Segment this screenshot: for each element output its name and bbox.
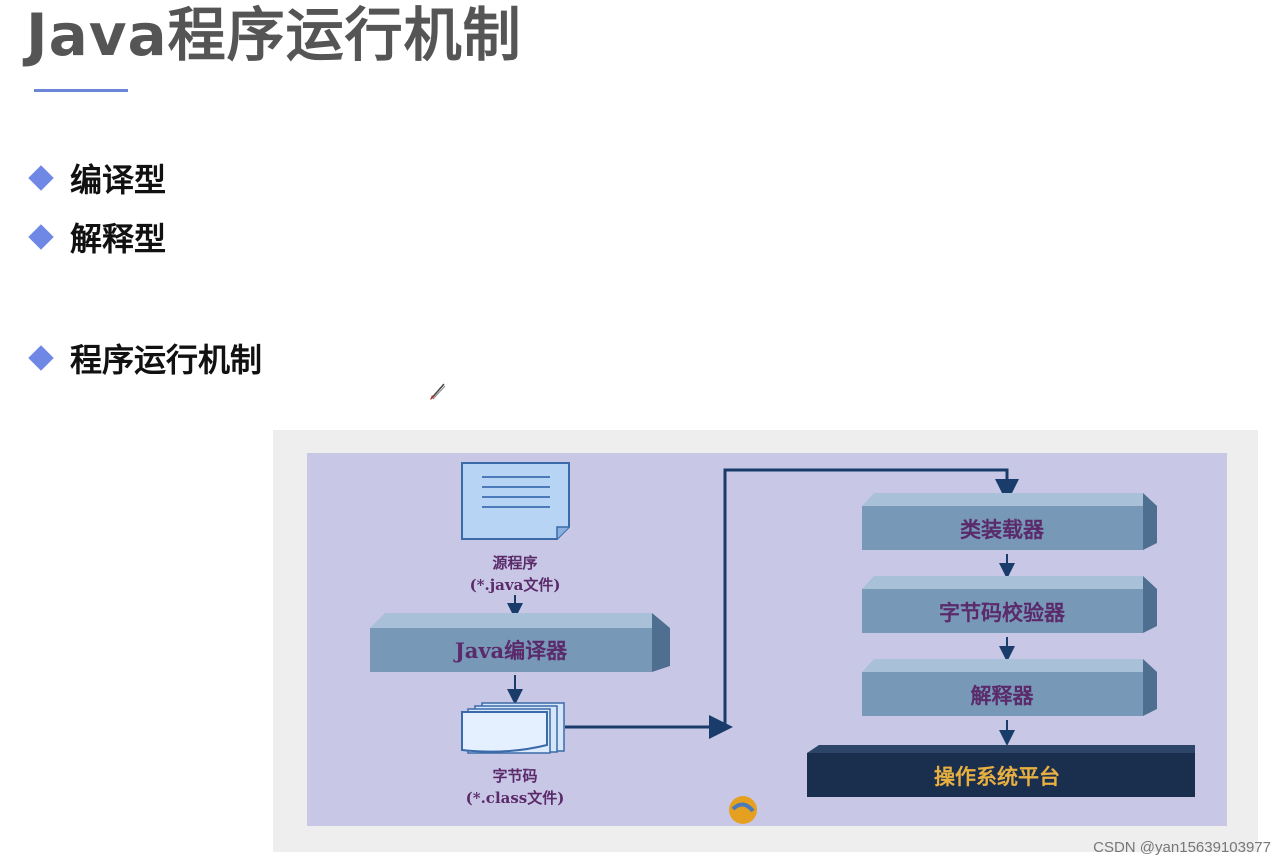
source-label: 源程序 [492, 554, 537, 572]
diamond-bullet-icon [28, 165, 54, 191]
jvm-flow-diagram: 源程序 (*.java文件) Java编译器 字节码 (*.class文件) 类… [307, 453, 1227, 826]
bullet-label: 程序运行机制 [70, 341, 263, 379]
source-document-icon [461, 462, 570, 540]
interpreter-label: 解释器 [971, 683, 1035, 708]
os-platform-label: 操作系统平台 [934, 764, 1060, 789]
interpreter-block [862, 659, 1157, 716]
bytecode-verifier-label: 字节码校验器 [939, 600, 1066, 625]
pen-cursor-icon [430, 383, 446, 400]
bytecode-ext-label: (*.class文件) [466, 789, 565, 807]
watermark: CSDN @yan15639103977 [1093, 839, 1271, 856]
class-loader-label: 类装载器 [960, 517, 1045, 542]
bullet-label: 解释型 [70, 220, 167, 258]
compiler-label: Java编译器 [453, 638, 568, 663]
os-platform-block [807, 745, 1195, 797]
compiler-block [370, 613, 670, 672]
bullet-interpreted: 解释型 [28, 214, 166, 260]
emblem-icon [729, 796, 757, 824]
bullet-label: 编译型 [70, 161, 167, 199]
source-ext-label: (*.java文件) [470, 576, 561, 594]
bytecode-files-icon [461, 702, 565, 754]
class-loader-block [862, 493, 1157, 550]
bytecode-verifier-block [862, 576, 1157, 633]
bytecode-label: 字节码 [492, 767, 537, 785]
slide-title: Java程序运行机制 [26, 1, 522, 69]
diamond-bullet-icon [28, 224, 54, 250]
arrow-vm-to-loader [721, 468, 1019, 729]
bullet-compiled: 编译型 [28, 155, 166, 201]
bullet-run-mechanism: 程序运行机制 [28, 335, 262, 381]
title-underline [34, 89, 128, 92]
diamond-bullet-icon [28, 345, 54, 371]
